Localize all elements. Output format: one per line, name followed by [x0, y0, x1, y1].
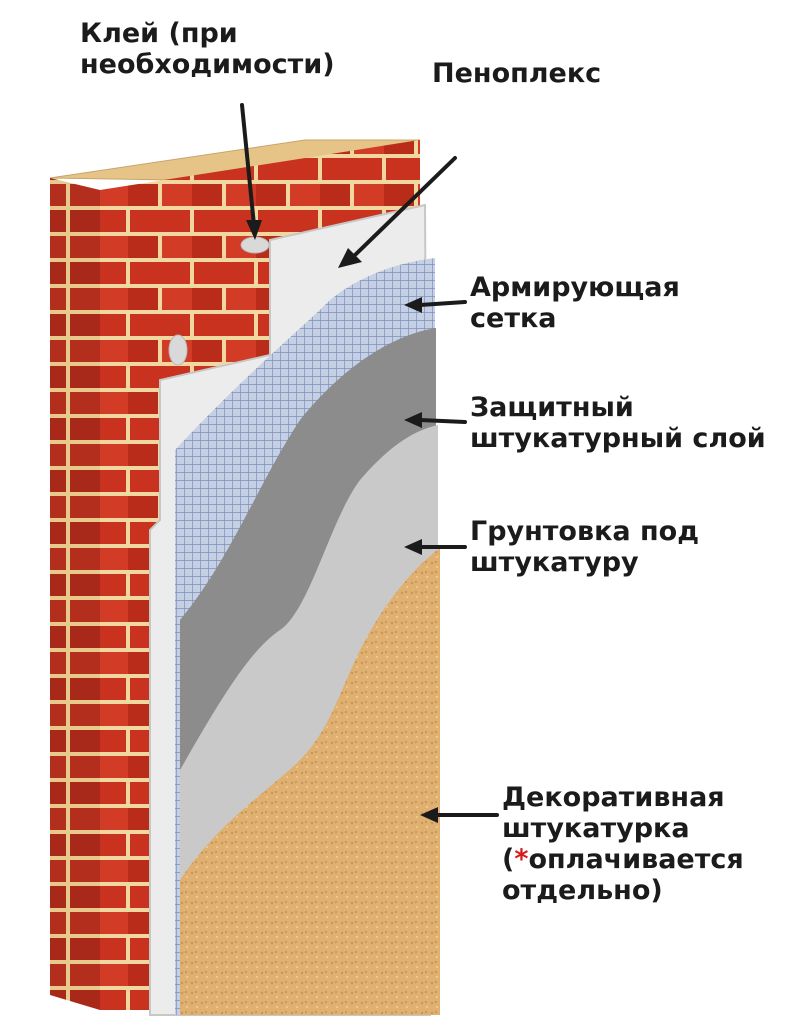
label-decorative-plaster: Декоративная штукатурка (*оплачивается о…	[502, 782, 744, 906]
arrowhead-mesh	[404, 297, 422, 313]
label-primer-line2: штукатуру	[470, 547, 639, 578]
label-deco-line3: (*оплачивается	[502, 844, 744, 875]
arrow-penoplex	[353, 156, 457, 257]
label-penoplex-line1: Пеноплекс	[432, 58, 602, 89]
arrowhead-protective	[404, 412, 422, 428]
label-primer-line1: Грунтовка под	[470, 516, 700, 547]
glue-blob	[168, 334, 188, 366]
label-protective-line1: Защитный	[470, 392, 634, 423]
label-deco-line1: Декоративная	[502, 782, 725, 813]
label-protective-plaster: Защитный штукатурный слой	[470, 392, 766, 454]
label-mesh-line1: Армирующая	[470, 272, 680, 303]
decorative-plaster-layer	[180, 548, 440, 1015]
label-reinforcing-mesh: Армирующая сетка	[470, 272, 680, 334]
label-protective-line2: штукатурный слой	[470, 423, 766, 454]
asterisk-mark: *	[514, 844, 529, 875]
arrowhead-penoplex	[338, 248, 362, 268]
arrowhead-decorative	[420, 807, 438, 823]
label-deco-line4: отдельно)	[502, 875, 663, 906]
brick-wall-side	[50, 178, 100, 1010]
label-glue-line1: Клей (при	[80, 18, 238, 49]
label-deco-line3-text: оплачивается	[528, 844, 744, 875]
label-mesh-line2: сетка	[470, 303, 557, 334]
arrowhead-primer	[404, 539, 422, 555]
label-glue-line2: необходимости)	[80, 49, 335, 80]
arrowhead-glue	[246, 220, 262, 240]
label-glue: Клей (при необходимости)	[80, 18, 335, 80]
arrow-protective	[418, 418, 467, 424]
label-deco-line2: штукатурка	[502, 813, 690, 844]
label-penoplex: Пеноплекс	[432, 58, 601, 89]
label-deco-paren: (	[502, 844, 515, 875]
arrow-mesh	[418, 300, 467, 307]
arrow-glue	[240, 103, 256, 227]
label-primer: Грунтовка под штукатуру	[470, 516, 699, 578]
